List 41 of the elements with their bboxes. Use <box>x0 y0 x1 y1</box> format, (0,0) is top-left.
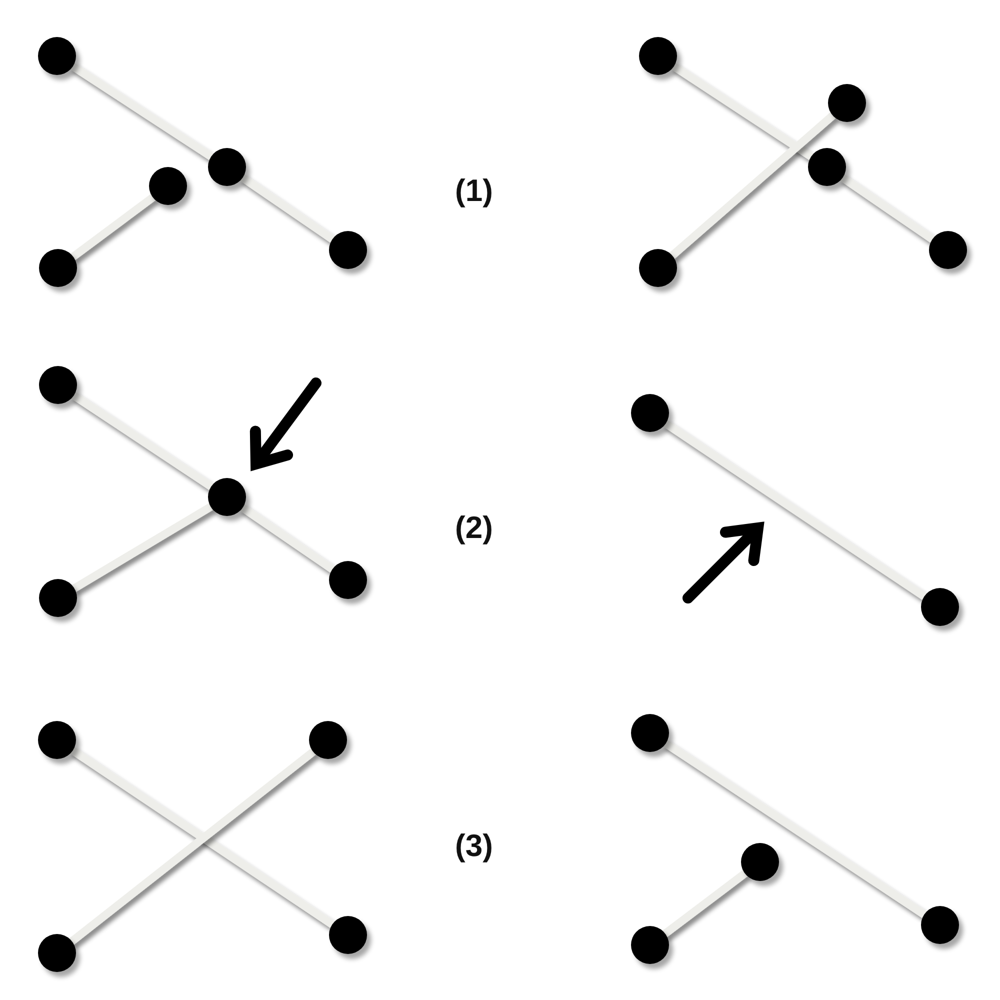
connector-line <box>69 192 157 262</box>
dot <box>741 843 779 881</box>
case-number: (1) <box>455 174 493 206</box>
connector-line <box>68 746 336 929</box>
dot <box>39 249 77 287</box>
dot <box>39 579 77 617</box>
dot <box>149 167 187 205</box>
dot <box>631 714 669 752</box>
dot <box>38 721 76 759</box>
connector-line <box>661 869 749 938</box>
dot <box>808 148 846 186</box>
dot <box>208 478 246 516</box>
case-number: (2) <box>455 512 493 542</box>
connector-line <box>670 62 815 162</box>
dot <box>39 366 77 404</box>
dot <box>329 561 367 599</box>
dot <box>309 721 347 759</box>
connector-line <box>662 739 928 919</box>
dot <box>631 394 669 432</box>
connector-line <box>838 173 936 244</box>
connector-line <box>70 502 214 593</box>
dot <box>828 84 866 122</box>
connector-line <box>70 391 216 491</box>
connector-line <box>238 503 336 574</box>
dot <box>921 588 959 626</box>
dot <box>38 934 76 972</box>
dot <box>639 249 677 287</box>
dot <box>631 926 669 964</box>
case-number: (3) <box>455 830 493 860</box>
dot <box>329 231 367 269</box>
connector-line <box>68 747 318 946</box>
dot <box>929 231 967 269</box>
connector-line <box>662 419 928 601</box>
dot <box>921 906 959 944</box>
dot <box>38 37 76 75</box>
connector-line <box>238 173 336 244</box>
connector-line <box>69 62 215 162</box>
dot <box>329 916 367 954</box>
dot <box>208 148 246 186</box>
dot <box>639 37 677 75</box>
connector-line <box>668 111 837 260</box>
